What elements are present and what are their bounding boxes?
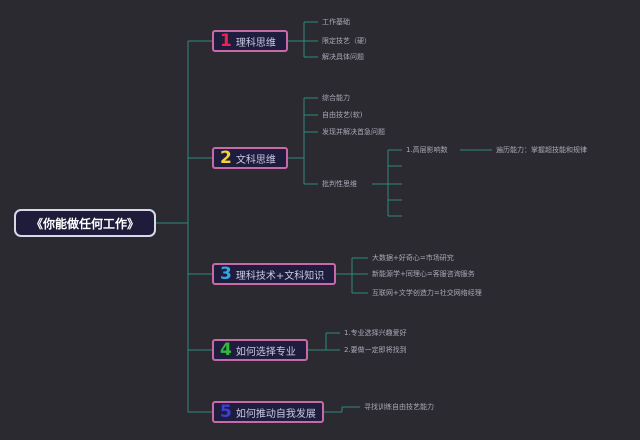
leaf: 新能源学+同理心=客服咨询服务 bbox=[372, 270, 475, 278]
leaf: 解决具体问题 bbox=[322, 53, 364, 61]
topic-number: 2 bbox=[220, 147, 232, 168]
topic-label: 如何推动自我发展 bbox=[235, 408, 316, 420]
leaf: 互联网+文学创造力=社交网络经理 bbox=[372, 289, 482, 297]
leaf: 综合能力 bbox=[322, 94, 350, 102]
topic-number: 1 bbox=[220, 30, 232, 51]
topic-number: 3 bbox=[220, 263, 232, 284]
topic-5[interactable]: 5 如何推动自我发展 bbox=[212, 401, 324, 423]
topic-number: 4 bbox=[220, 339, 232, 360]
leaf: 1.专业选择兴趣爱好 bbox=[344, 329, 407, 337]
topic-1[interactable]: 1 理科思维 bbox=[212, 30, 288, 52]
leaf: 发现并解决首急问题 bbox=[322, 128, 385, 136]
topic-label: 理科技术+文科知识 bbox=[235, 270, 325, 282]
topic-2[interactable]: 2 文科思维 bbox=[212, 147, 288, 169]
sub-leaf: 1.高层影响数 bbox=[406, 146, 448, 154]
leaf: 大数据+好奇心=市场研究 bbox=[372, 254, 454, 262]
topic-4[interactable]: 4 如何选择专业 bbox=[212, 339, 308, 361]
leaf: 限定技艺（硬） bbox=[322, 37, 371, 45]
leaf: 自由技艺(软) bbox=[322, 111, 363, 119]
leaf: 寻找训练自由技艺能力 bbox=[364, 403, 434, 411]
topic-label: 理科思维 bbox=[235, 37, 276, 49]
leaf: 工作基础 bbox=[322, 18, 350, 26]
topic-number: 5 bbox=[220, 401, 232, 422]
topic-label: 文科思维 bbox=[235, 154, 276, 166]
sub-leaf-detail: 遍历能力：掌握超技能和规律 bbox=[496, 146, 587, 154]
leaf: 2.要做一定即将找到 bbox=[344, 346, 407, 354]
leaf: 批判性思维 bbox=[322, 180, 357, 188]
root-node[interactable]: 《你能做任何工作》 bbox=[14, 209, 156, 237]
topic-label: 如何选择专业 bbox=[235, 346, 296, 358]
topic-3[interactable]: 3 理科技术+文科知识 bbox=[212, 263, 336, 285]
